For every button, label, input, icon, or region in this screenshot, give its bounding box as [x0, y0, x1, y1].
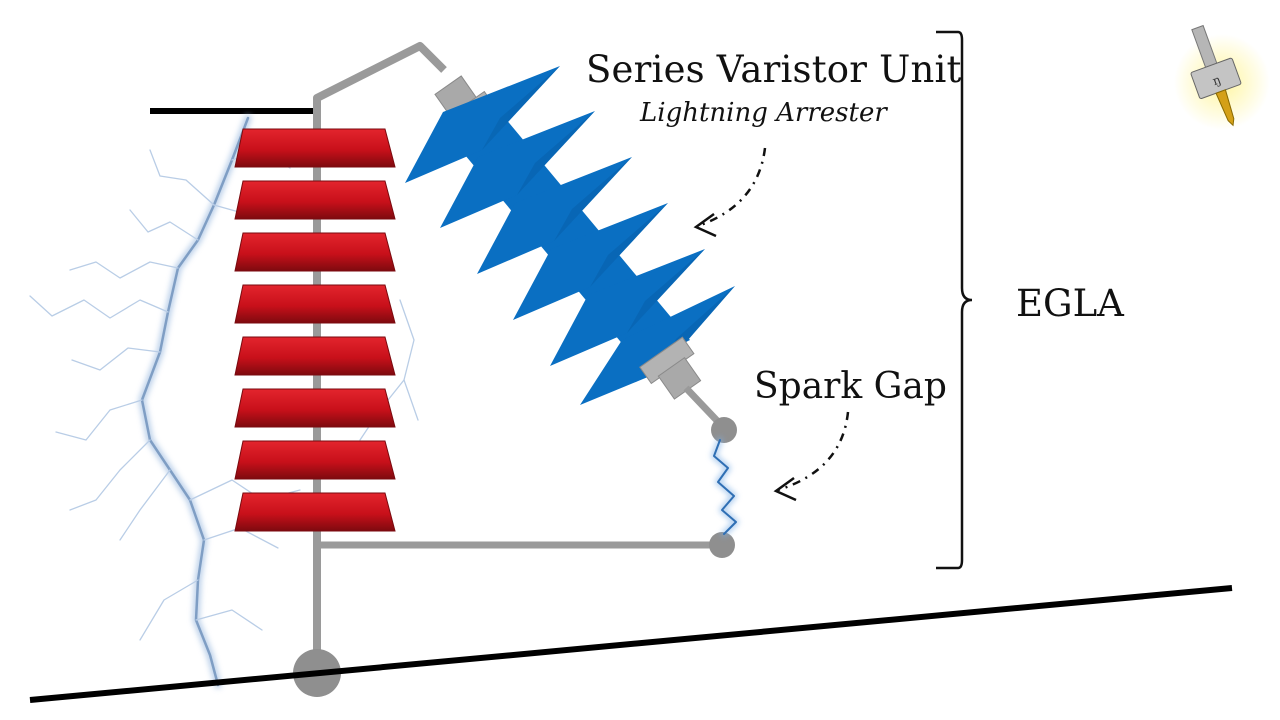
insulator-disc — [234, 180, 396, 220]
arrester-pointer-arrow — [693, 147, 767, 238]
arrester-subtitle: Lightning Arrester — [640, 98, 887, 128]
insulator-disc — [234, 440, 396, 480]
series-varistor-unit — [405, 66, 735, 405]
insulator-disc — [234, 336, 396, 376]
spark-arc — [711, 437, 739, 537]
insulator-disc — [234, 388, 396, 428]
insulator-disc — [234, 284, 396, 324]
egla-bracket — [936, 30, 973, 570]
arrester-top-lead — [313, 42, 447, 111]
arrester-title: Series Varistor Unit — [586, 48, 962, 91]
spark-gap-upper-electrode — [711, 417, 737, 443]
insulator-disc — [234, 128, 396, 168]
spark-gap-pointer-arrow — [773, 411, 850, 502]
insulator-disc — [234, 232, 396, 272]
ground-line — [29, 585, 1233, 703]
spark-gap-lower-electrode — [709, 532, 735, 558]
egla-label: EGLA — [1016, 282, 1124, 325]
insulator-string — [234, 128, 396, 532]
hammer-logo-icon: ŋ — [1174, 24, 1270, 130]
insulator-disc — [234, 492, 396, 532]
spark-gap-label: Spark Gap — [754, 366, 947, 407]
